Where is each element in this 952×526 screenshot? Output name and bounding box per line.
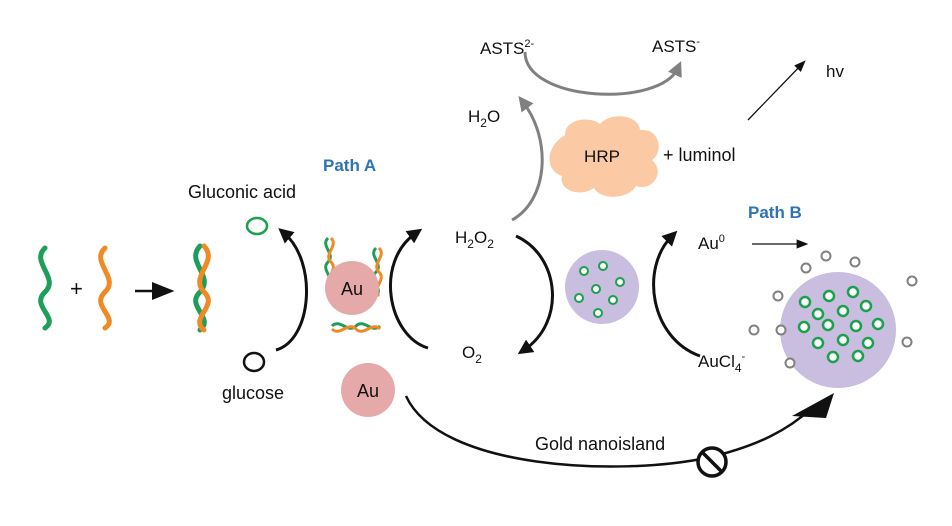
au-particle-bottom <box>341 363 395 417</box>
asts-oxidized-label: ASTS- <box>652 36 700 56</box>
o2-label: O2 <box>462 343 482 366</box>
au0-label: Au0 <box>698 233 725 253</box>
green-dot <box>797 320 811 334</box>
aucl4-label: AuCl4- <box>698 351 746 375</box>
green-dot <box>591 284 601 294</box>
green-dot <box>859 299 873 313</box>
green-dot <box>798 295 812 309</box>
plus-sign: + <box>70 276 83 301</box>
path-a-label: Path A <box>323 156 376 175</box>
gold-nanoisland-label: Gold nanoisland <box>535 434 665 454</box>
green-dot <box>598 261 608 271</box>
aucl4-to-au0-arrow <box>652 230 701 358</box>
h2o-label: H2O <box>468 107 500 130</box>
path-b-label: Path B <box>748 203 802 222</box>
green-dot <box>608 295 618 305</box>
au-label-top: Au <box>341 279 363 299</box>
green-dot <box>822 289 836 303</box>
green-dot <box>579 266 589 276</box>
gluconic-acid-marker <box>245 216 269 236</box>
dna-strand-orange <box>98 245 112 331</box>
blocked-slash <box>700 450 724 474</box>
hrp-cloud <box>549 116 659 197</box>
asts-oxidation-arrow <box>523 51 682 96</box>
gold-ion <box>820 250 832 262</box>
green-dot <box>593 308 603 318</box>
gold-ion <box>906 275 918 287</box>
o2-to-h2o2-arrow <box>389 228 429 350</box>
green-dot <box>615 277 625 287</box>
gold-ion <box>800 262 812 274</box>
green-dot <box>574 293 584 303</box>
light-emission-arrow <box>747 60 806 121</box>
green-dot <box>826 350 840 364</box>
green-dot <box>811 336 825 350</box>
seed-nanoparticle <box>565 250 639 324</box>
au-label-bottom: Au <box>357 381 379 401</box>
green-dot <box>811 307 825 321</box>
green-dot <box>821 318 835 332</box>
glucose-to-gluconic-arrow <box>275 228 308 352</box>
gold-nanoisland-arrowhead <box>792 393 834 418</box>
asts-reduced-label: ASTS2- <box>480 38 535 58</box>
dna-duplex-green <box>193 243 207 333</box>
gold-nanoisland-arrow <box>404 395 813 468</box>
gold-ions <box>748 250 918 369</box>
grown-nanoparticle <box>780 272 896 388</box>
gold-ion <box>748 324 760 336</box>
gold-ion <box>901 336 913 348</box>
gluconic-acid-label: Gluconic acid <box>188 182 296 202</box>
green-dot <box>849 319 863 333</box>
glucose-marker <box>242 351 266 373</box>
green-dot <box>861 336 875 350</box>
gold-ion <box>784 357 796 369</box>
glucose-label: glucose <box>222 383 284 403</box>
green-dot <box>851 349 865 363</box>
gold-ion <box>775 324 787 336</box>
h2o2-to-o2-arrow <box>515 234 554 355</box>
h2o2-to-h2o-gray-arrow <box>511 96 544 222</box>
hrp-label: HRP <box>584 147 620 166</box>
au-dna-conjugate: Au <box>324 236 383 333</box>
h2o2-label: H2O2 <box>455 228 494 251</box>
dna-duplex-orange <box>197 243 211 333</box>
hrp-enzyme: HRP <box>549 116 659 197</box>
dna-orange-bottom <box>330 325 382 333</box>
gold-ion <box>772 290 784 302</box>
au-particle-top <box>325 261 379 315</box>
gold-ion <box>849 256 861 268</box>
green-dot <box>836 304 850 318</box>
green-dot <box>846 285 860 299</box>
dna-hybridization: + <box>38 243 211 333</box>
luminol-label: + luminol <box>663 145 736 165</box>
green-dot <box>871 317 885 331</box>
blocked-icon <box>696 446 728 478</box>
green-dot <box>836 333 850 347</box>
hv-label: hv <box>826 62 844 81</box>
dna-strand-green <box>38 245 52 331</box>
